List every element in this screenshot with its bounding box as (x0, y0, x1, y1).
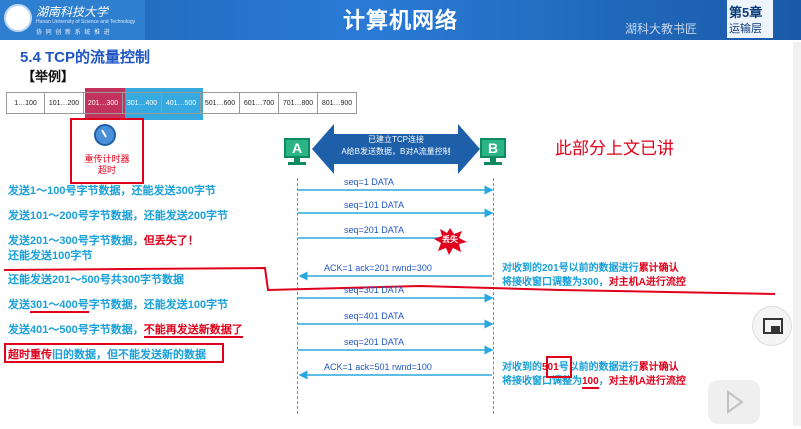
retransmit-annotation-box (4, 343, 224, 363)
seq-cell: 801…900 (318, 92, 357, 114)
stop-sending-warning: 不能再发送新数据了 (143, 324, 243, 338)
msg-label-8: ACK=1 ack=501 rwnd=100 (324, 362, 432, 372)
seq-cell: 401…500 (162, 92, 201, 114)
msg-label-1: seq=1 DATA (344, 177, 394, 187)
step-6-text: 发送401～500号字节数据，不能再发送新数据了 (8, 324, 243, 338)
seq-cell: 1…100 (6, 92, 45, 114)
university-en-name: Hunan University of Science and Technolo… (36, 19, 136, 25)
step-5-text: 发送301～400号字节数据，还能发送100字节 (8, 299, 229, 313)
host-b: B (480, 138, 506, 168)
previously-covered-note: 此部分上文已讲 (555, 139, 674, 158)
host-a-timeline (297, 178, 298, 414)
chapter-number: 第5章 (729, 5, 763, 20)
lost-label: 丢失 (442, 235, 458, 244)
host-b-monitor-icon: B (480, 138, 506, 158)
retransmission-timer-box: 重传计时器 超时 (70, 118, 144, 184)
seq-cell: 201…300 (84, 92, 123, 114)
step-4-text: 还能发送201～500号共300字节数据 (8, 274, 185, 286)
byte-sequence-bar: 1…100 101…200 201…300 301…400 401…500 50… (6, 92, 357, 116)
timer-label-line2: 超时 (97, 165, 116, 175)
seq-cell: 701…800 (279, 92, 318, 114)
play-icon (727, 390, 744, 414)
msg-label-6: seq=401 DATA (344, 311, 404, 321)
pip-icon (763, 318, 783, 334)
ack-note-1: 对收到的201号以前的数据进行累计确认 将接收窗口调整为300，对主机A进行流控 (502, 263, 686, 288)
university-logo-area: 湖南科技大学 Hunan University of Science and T… (0, 0, 145, 40)
host-a: A (284, 138, 310, 168)
seq-cell: 101…200 (45, 92, 84, 114)
picture-in-picture-button[interactable] (752, 306, 792, 346)
university-motto: 协 同 创 新 系 统 推 进 (36, 30, 111, 36)
timer-label-line1: 重传计时器 (84, 154, 130, 164)
host-a-monitor-icon: A (284, 138, 310, 158)
connection-double-arrow-icon (312, 124, 480, 174)
connection-line1: 已建立TCP连接 (368, 135, 424, 144)
timer-label: 重传计时器 超时 (72, 154, 142, 176)
chapter-subtitle: 运输层 (729, 23, 762, 35)
course-title: 计算机网络 (342, 8, 458, 33)
step-3-text: 发送201～300号字节数据，但丢失了！ (8, 235, 199, 247)
seq-cell: 301…400 (123, 92, 162, 114)
lost-segment-highlight (85, 88, 125, 120)
seq-cell: 501…600 (201, 92, 240, 114)
ack-note-2: 对收到的501号以前的数据进行累计确认 将接收窗口调整为100，对主机A进行流控 (502, 362, 686, 389)
step-7-text: 超时重传旧的数据，但不能发送新的数据 (8, 349, 206, 361)
step-1-text: 发送1～100号字节数据，还能发送300字节 (8, 185, 216, 197)
msg-label-4: ACK=1 ack=201 rwnd=300 (324, 263, 432, 273)
msg-label-5: seq=301 DATA (344, 285, 404, 295)
vertical-scrollbar[interactable] (793, 42, 801, 426)
host-b-timeline (493, 178, 494, 414)
section-title: 5.4 TCP的流量控制 (20, 49, 151, 66)
step-2-text: 发送101～200号字节数据，还能发送200字节 (8, 210, 229, 222)
clock-icon (94, 124, 116, 146)
chapter-badge: 第5章 运输层 (727, 0, 773, 38)
ack-501-annotation-box (546, 356, 572, 378)
lost-warning: 但丢失了 (143, 235, 188, 247)
msg-label-2: seq=101 DATA (344, 200, 404, 210)
university-name: 湖南科技大学 (36, 5, 109, 19)
connection-line2: A给B发送数据，B对A流量控制 (341, 147, 451, 156)
play-button[interactable] (708, 380, 760, 424)
university-seal-icon (4, 4, 32, 32)
step-3-remaining: 还能发送100字节 (8, 250, 93, 262)
seq-cell: 601…700 (240, 92, 279, 114)
connection-label: 已建立TCP连接 A给B发送数据，B对A流量控制 (322, 134, 470, 158)
watermark-text: 湖科大教书匠 (625, 22, 698, 36)
msg-label-7: seq=201 DATA (344, 337, 404, 347)
example-label: 【举例】 (22, 69, 75, 84)
msg-label-3: seq=201 DATA (344, 225, 404, 235)
